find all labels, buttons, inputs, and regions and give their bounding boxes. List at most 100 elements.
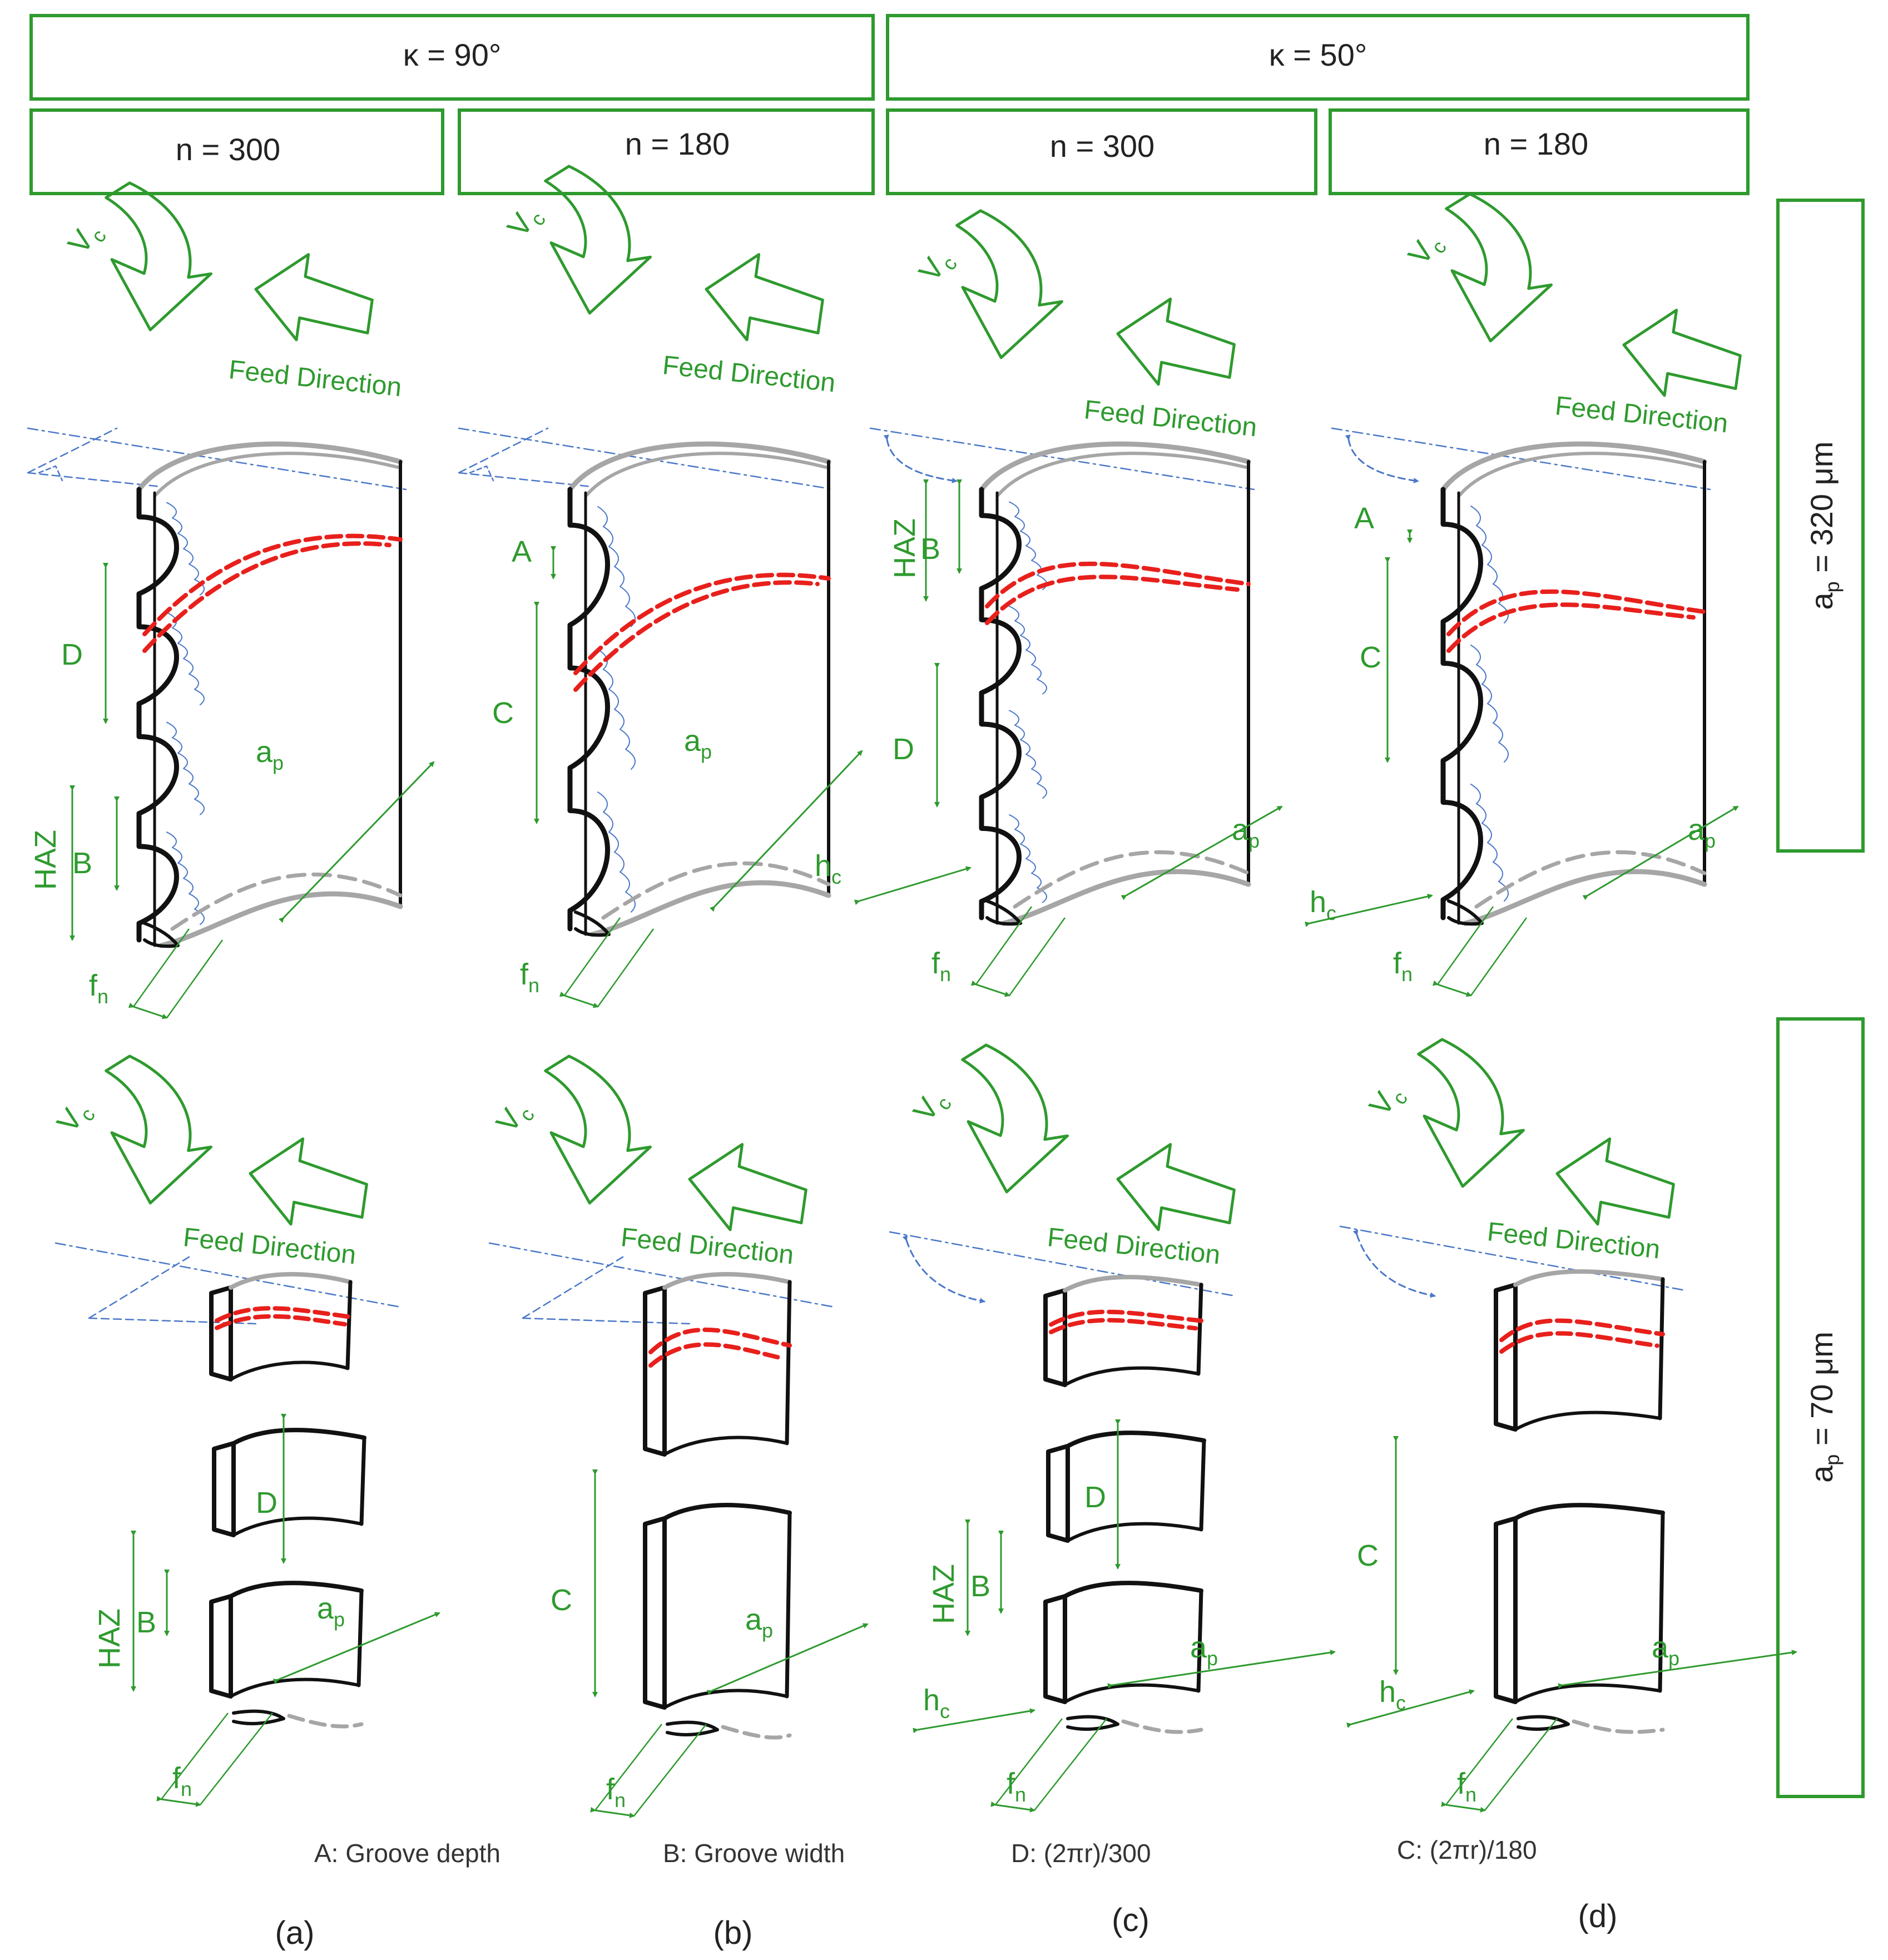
red-dashed-line — [1499, 1318, 1665, 1343]
feed-arrow — [688, 1143, 807, 1231]
fn-dimension — [970, 980, 1010, 997]
vc-arrow — [1417, 1038, 1525, 1188]
ap-label: ap — [745, 1603, 773, 1642]
ap-dimension — [1558, 1650, 1797, 1689]
fn-dimension — [559, 991, 599, 1008]
speed-box-b — [458, 108, 875, 195]
a-label: A — [512, 535, 532, 568]
feed-direction-label: Feed Direction — [661, 350, 837, 398]
chip-top-edge — [979, 441, 1251, 492]
kappa-90-label: κ = 90° — [403, 37, 502, 72]
row-label-top: ap = 320 μm — [1776, 199, 1865, 853]
fn-guide — [1436, 906, 1494, 985]
haz-scallop — [1470, 784, 1509, 902]
short-chip-bottom — [663, 1689, 789, 1709]
d-label: D — [1084, 1481, 1106, 1514]
red-dashed-line-2 — [1049, 1318, 1198, 1334]
vc-arrow — [105, 181, 212, 331]
short-chip-right — [1199, 1438, 1206, 1532]
fn-guide — [161, 1712, 229, 1800]
feed-direction-label: Feed Direction — [227, 355, 403, 402]
hc-label: hc — [1379, 1675, 1406, 1714]
short-chip-top — [1063, 1275, 1203, 1293]
ap-label: ap — [317, 1592, 345, 1631]
vc-arrow — [544, 165, 652, 315]
red-dashed-line-2 — [648, 1342, 786, 1368]
fn-guide-2 — [633, 1724, 707, 1817]
chip-top-edge — [136, 441, 403, 492]
short-chip-lamella — [1046, 1444, 1070, 1543]
fn-dimension — [128, 1002, 168, 1019]
short-chip-lamella — [1043, 1594, 1067, 1704]
fn-dimension — [156, 1795, 201, 1807]
b-label: B — [72, 847, 92, 880]
short-chip-lamella — [1043, 1288, 1067, 1387]
chip-top-edge — [1440, 441, 1707, 492]
chip-top-edge-inner — [1458, 452, 1703, 497]
feed-direction-label: Feed Direction — [182, 1222, 358, 1270]
b-label: B — [136, 1606, 156, 1639]
speed-label-d: n = 180 — [1484, 126, 1588, 161]
hc-dimension — [1305, 893, 1433, 927]
chip-top-edge-inner — [997, 452, 1247, 497]
angle-arc — [902, 1235, 985, 1304]
speed-label-b: n = 180 — [625, 126, 730, 161]
caption-c: (c) — [1112, 1902, 1149, 1938]
haz-scallop — [166, 721, 205, 815]
chip-foot — [666, 1720, 719, 1736]
short-chip-top — [662, 1503, 792, 1521]
chip-foot — [1517, 1715, 1570, 1731]
fn-guide — [995, 1718, 1063, 1805]
legend-d-definition: D: (2πr)/300 — [1011, 1839, 1151, 1868]
short-chip-bottom — [1514, 1683, 1662, 1704]
vc-label: Vc — [1363, 1078, 1412, 1125]
short-chip-lamella — [209, 1285, 233, 1382]
fn-label: fn — [1457, 1767, 1476, 1806]
c-label: C — [1360, 641, 1381, 674]
reference-line — [27, 427, 407, 491]
feed-arrow — [249, 1137, 368, 1226]
short-chip-top — [1513, 1503, 1665, 1521]
feed-direction-label: Feed Direction — [1083, 395, 1258, 442]
ap-label: ap — [684, 724, 712, 763]
vc-arrow — [955, 209, 1063, 359]
red-dashed-line-1 — [985, 561, 1251, 608]
fn-guide — [594, 1724, 662, 1811]
feed-arrow — [1116, 1143, 1236, 1231]
vc-label: Vc — [907, 1083, 956, 1130]
short-chip-right — [785, 1511, 792, 1699]
red-dashed-line-1 — [573, 572, 831, 675]
speed-label-c: n = 300 — [1050, 128, 1154, 164]
short-chip-top — [231, 1428, 366, 1446]
haz-scallop — [597, 791, 636, 913]
short-chip-bottom — [1063, 1366, 1200, 1387]
fn-guide-2 — [1008, 917, 1066, 996]
reference-guide — [522, 1256, 691, 1325]
ap-dimension — [1582, 805, 1739, 900]
hc-label: hc — [815, 849, 841, 888]
reference-guide — [458, 427, 593, 488]
speed-label-a: n = 300 — [176, 132, 280, 167]
chip-bottom-dashed — [287, 1714, 364, 1729]
legend-groove-width: B: Groove width — [663, 1839, 845, 1868]
red-dashed-line — [215, 1306, 353, 1323]
vc-arrow — [1445, 192, 1553, 343]
short-chip-bottom — [229, 1360, 349, 1381]
ap-dimension — [709, 750, 863, 912]
hc-dimension — [854, 866, 972, 905]
fn-label: fn — [1393, 947, 1413, 986]
header-row-speed: n = 300 n = 180 n = 300 n = 180 — [29, 108, 1750, 195]
haz-scallop — [166, 502, 205, 596]
caption-b: (b) — [713, 1915, 753, 1951]
d-label: D — [256, 1486, 277, 1520]
feed-direction-label: Feed Direction — [1046, 1222, 1222, 1270]
caption-a: (a) — [275, 1915, 315, 1951]
captions: (a) (b) (c) (d) — [275, 1898, 1618, 1951]
short-chip-2 — [643, 1503, 792, 1710]
red-dashed-line — [1049, 1309, 1203, 1327]
